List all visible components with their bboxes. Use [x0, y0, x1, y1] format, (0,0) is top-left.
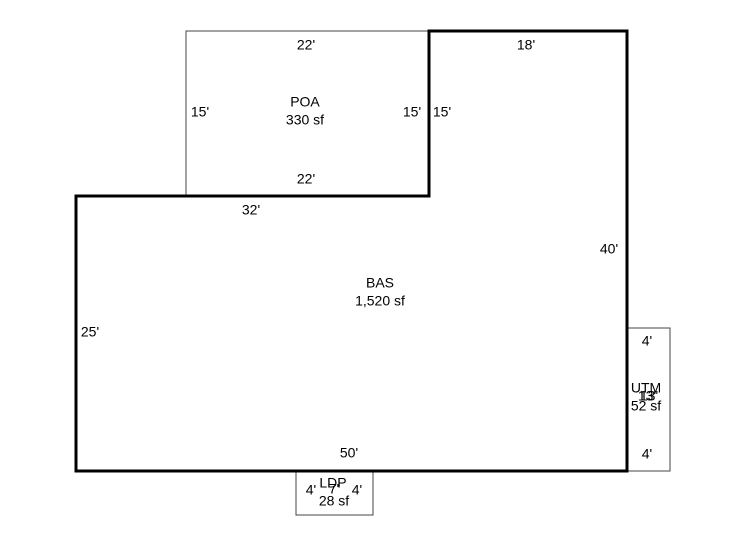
bas-top-right-dimension: 18': [517, 37, 535, 53]
utm-side-dimension: 13': [638, 388, 656, 404]
bas-code-label: BAS: [366, 275, 394, 291]
utm-bottom-dimension: 4': [642, 446, 652, 462]
poa-top-dimension: 22': [297, 37, 315, 53]
ldp-left-dimension: 4': [306, 482, 316, 498]
poa-right-dimension: 15': [403, 104, 421, 120]
bas-left-dimension: 25': [81, 324, 99, 340]
poa-area-label: 330 sf: [286, 112, 324, 128]
poa-bottom-dimension: 22': [297, 171, 315, 187]
bas-right-dimension: 40': [600, 241, 618, 257]
bas-step-dimension: 15': [433, 104, 451, 120]
bas-area-label: 1,520 sf: [355, 293, 405, 309]
ldp-area-label: 28 sf: [319, 493, 349, 509]
ldp-width-dimension: 7': [329, 481, 339, 497]
poa-code-label: POA: [290, 94, 320, 110]
utm-side-dimension-overlap: 13': [640, 388, 658, 404]
ldp-right-dimension: 4': [352, 482, 362, 498]
poa-left-dimension: 15': [191, 104, 209, 120]
utm-top-dimension: 4': [642, 333, 652, 349]
bas-bottom-dimension: 50': [340, 445, 358, 461]
bas-outline: [74, 29, 629, 473]
ldp-code-label: LDP: [319, 475, 346, 491]
utm-code-label: UTM: [631, 380, 661, 396]
utm-area-label: 52 sf: [631, 398, 661, 414]
bas-top-left-dimension: 32': [242, 202, 260, 218]
